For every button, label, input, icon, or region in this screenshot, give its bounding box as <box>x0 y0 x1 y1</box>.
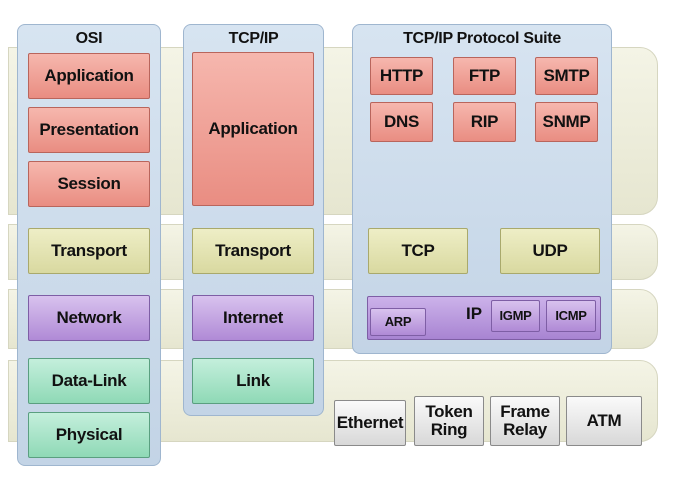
osi-transport-layer: Transport <box>28 228 150 274</box>
ftp-protocol-box: FTP <box>453 57 516 95</box>
osi-network-layer: Network <box>28 295 150 341</box>
dns-protocol-box: DNS <box>370 102 433 142</box>
tcpip-link-layer: Link <box>192 358 314 404</box>
tcpip-internet-layer: Internet <box>192 295 314 341</box>
rip-protocol-box: RIP <box>453 102 516 142</box>
osi-physical-layer: Physical <box>28 412 150 458</box>
frame-relay-box: Frame Relay <box>490 396 560 446</box>
http-protocol-box: HTTP <box>370 57 433 95</box>
udp-protocol-box: UDP <box>500 228 600 274</box>
igmp-protocol-box: IGMP <box>491 300 540 332</box>
tcpip-column-title: TCP/IP <box>228 30 279 47</box>
ethernet-box: Ethernet <box>334 400 406 446</box>
tcp-protocol-box: TCP <box>368 228 468 274</box>
arp-protocol-box: ARP <box>370 308 426 336</box>
osi-data-link-layer: Data-Link <box>28 358 150 404</box>
osi-application-layer: Application <box>28 53 150 99</box>
snmp-protocol-box: SNMP <box>535 102 598 142</box>
osi-column-title: OSI <box>75 30 103 47</box>
token-ring-box: Token Ring <box>414 396 484 446</box>
tcpip-application-layer: Application <box>192 52 314 206</box>
osi-presentation-layer: Presentation <box>28 107 150 153</box>
ip-protocol-label: IP <box>466 304 483 323</box>
osi-session-layer: Session <box>28 161 150 207</box>
icmp-protocol-box: ICMP <box>546 300 596 332</box>
tcpip-transport-layer: Transport <box>192 228 314 274</box>
smtp-protocol-box: SMTP <box>535 57 598 95</box>
suite-column-title: TCP/IP Protocol Suite <box>403 30 561 47</box>
atm-box: ATM <box>566 396 642 446</box>
